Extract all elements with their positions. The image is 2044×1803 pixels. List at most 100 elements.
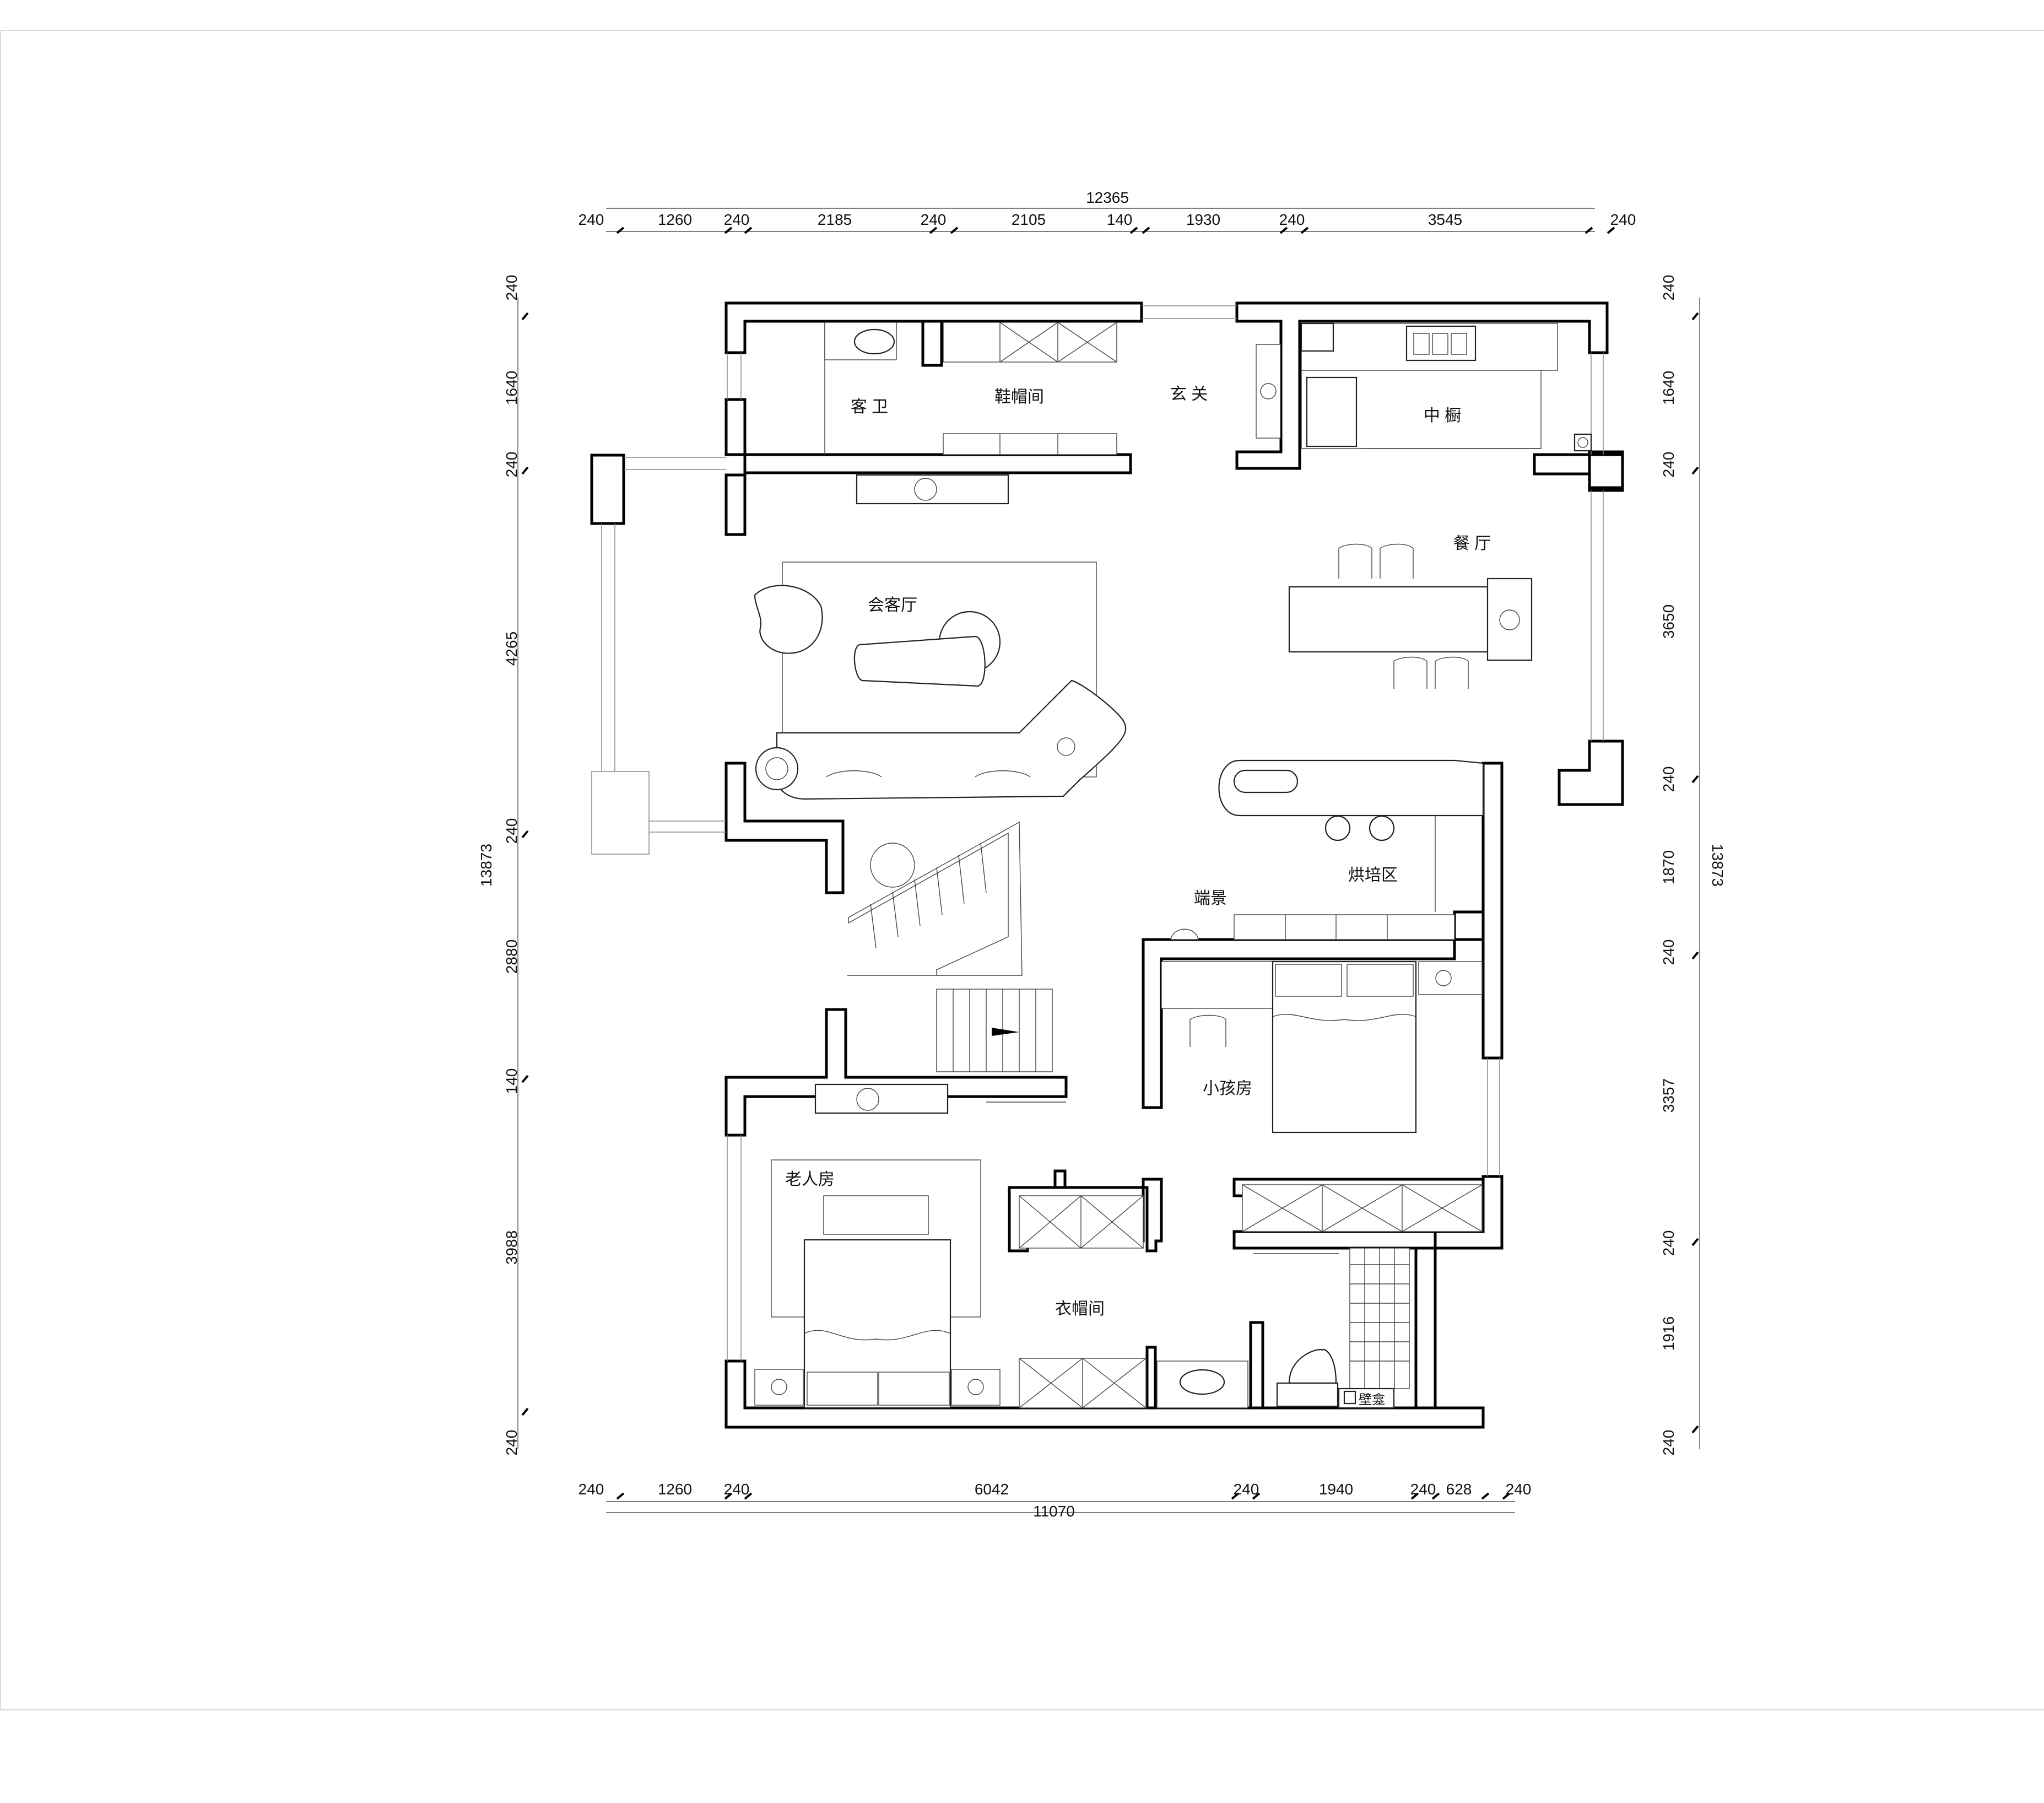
frame-left-line (0, 30, 1, 1710)
furniture (754, 321, 1592, 1409)
dimensions-bottom-labels: 240 1260 240 6042 240 1940 240 628 240 1… (578, 1481, 1532, 1520)
bathroom-fixtures (1156, 1248, 1410, 1409)
dimension-left-total: 13873 (478, 844, 495, 887)
room-label-dining: 餐 厅 (1453, 535, 1491, 553)
wall-stair-left (724, 1008, 1068, 1137)
dimension-left-2: 1640 (503, 371, 520, 405)
frame-bottom-line (0, 1709, 2044, 1710)
dimension-top-7: 140 (1107, 211, 1133, 228)
dimension-left-4: 4265 (503, 631, 520, 666)
wall-closet-bath-partition (1145, 1346, 1157, 1410)
dimension-right-9: 240 (1660, 1230, 1677, 1256)
dimension-bottom-1: 240 (578, 1481, 604, 1498)
dimension-left-1: 240 (503, 275, 520, 301)
dimension-right-1: 240 (1660, 275, 1677, 301)
bottom-dimension-ticks (616, 1492, 1511, 1500)
right-dimension-ticks (1691, 312, 1699, 1434)
walls (590, 301, 1624, 1429)
room-label-elder-room: 老人房 (785, 1170, 835, 1189)
room-label-living: 会客厅 (868, 596, 917, 614)
dimension-right-4: 3650 (1660, 604, 1677, 639)
dimensions-right-labels: 240 1640 240 3650 240 1870 240 3357 240 … (1660, 275, 1726, 1456)
living-furniture (754, 562, 1127, 800)
left-dimension-ticks (521, 312, 529, 1416)
room-label-closet: 衣帽间 (1055, 1300, 1105, 1318)
shoe-cabinets (943, 322, 1117, 455)
dimension-top-8: 1930 (1186, 211, 1220, 228)
dimension-top-3: 240 (724, 211, 750, 228)
left-bay-window (591, 771, 650, 855)
closet-cabinets (1019, 1195, 1147, 1408)
dimensions-top-labels: 12365 240 1260 240 2185 240 2105 140 193… (578, 189, 1636, 228)
dimension-bottom-9: 240 (1506, 1481, 1532, 1498)
dimension-right-2: 1640 (1660, 371, 1677, 405)
dimension-bottom-3: 240 (724, 1481, 750, 1498)
dining-furniture (1288, 543, 1533, 689)
dimension-bottom-6: 1940 (1319, 1481, 1353, 1498)
dimension-top-10: 3545 (1428, 211, 1462, 228)
frame-top-line (0, 30, 2044, 31)
dimension-bottom-2: 1260 (658, 1481, 692, 1498)
dimension-bottom-total: 11070 (1033, 1503, 1075, 1520)
wall-bottom-outer (724, 1359, 1485, 1429)
dimension-left-6: 2880 (503, 940, 520, 974)
room-label-kids-room: 小孩房 (1203, 1079, 1252, 1098)
wall-left-column (590, 454, 625, 525)
window-lines (601, 305, 1604, 1361)
room-label-foyer: 玄 关 (1170, 385, 1208, 403)
dimension-bottom-5: 240 (1234, 1481, 1259, 1498)
dimension-right-total: 13873 (1709, 844, 1726, 887)
room-label-guest-bath: 客 卫 (851, 398, 888, 416)
wall-guest-bath-partition (921, 320, 943, 367)
dimension-right-5: 240 (1660, 766, 1677, 792)
dimension-left-9: 240 (503, 1430, 520, 1456)
foyer-cabinet (1256, 344, 1281, 439)
dimension-top-6: 2105 (1012, 211, 1046, 228)
staircase (847, 821, 1053, 1072)
wall-living-bottom-left (724, 762, 845, 894)
dimension-right-3: 240 (1660, 452, 1677, 478)
room-label-niche: 壁龛 (1359, 1392, 1385, 1407)
dimension-right-7: 240 (1660, 940, 1677, 965)
wall-closet-left-stub (1053, 1169, 1067, 1189)
lower-console (814, 1083, 1066, 1114)
wall-bath-left (1249, 1321, 1264, 1410)
dimension-top-2: 1260 (658, 211, 692, 228)
kitchen-counters (1300, 322, 1592, 452)
dimension-top-4: 2185 (818, 211, 852, 228)
wall-guest-bath-left (724, 398, 747, 456)
dimension-lines (517, 208, 1700, 1513)
room-label-kitchen: 中 橱 (1424, 407, 1461, 425)
dimension-top-total: 12365 (1086, 189, 1129, 206)
dimension-right-11: 240 (1660, 1430, 1677, 1456)
wall-top-left-divider (724, 453, 1132, 536)
dimension-left-5: 240 (503, 818, 520, 844)
room-labels: 客 卫 鞋帽间 玄 关 中 橱 会客厅 餐 厅 烘培区 端景 小孩房 老人房 衣… (785, 385, 1491, 1407)
wall-right-column (1588, 453, 1624, 489)
room-label-baking: 烘培区 (1348, 866, 1398, 884)
dimension-right-8: 3357 (1660, 1078, 1677, 1113)
room-label-display: 端景 (1194, 889, 1227, 908)
kids-room-furniture (1161, 960, 1483, 1133)
dimension-top-1: 240 (578, 211, 604, 228)
wall-kitchen-bottom-right (1533, 453, 1591, 476)
top-dimension-ticks (616, 226, 1615, 234)
dimension-bottom-7: 240 (1410, 1481, 1436, 1498)
dimension-top-9: 240 (1279, 211, 1305, 228)
dimension-bottom-8: 628 (1446, 1481, 1472, 1498)
dimension-left-7: 140 (503, 1068, 520, 1094)
wall-top-left-outer (724, 301, 1143, 354)
kids-wardrobe (1242, 1184, 1483, 1232)
wall-right-outer-mid (1558, 739, 1624, 806)
dimension-left-3: 240 (503, 452, 520, 478)
wall-baking-stub (1453, 910, 1485, 941)
dimensions-left-labels: 240 1640 240 4265 240 2880 140 3988 240 … (478, 275, 520, 1456)
elder-room-furniture (754, 1159, 1001, 1409)
baking-island (1170, 759, 1484, 940)
dimension-left-8: 3988 (503, 1230, 520, 1265)
living-console (856, 474, 1009, 505)
dimension-right-6: 1870 (1660, 850, 1677, 884)
dimension-bottom-4: 6042 (975, 1481, 1009, 1498)
